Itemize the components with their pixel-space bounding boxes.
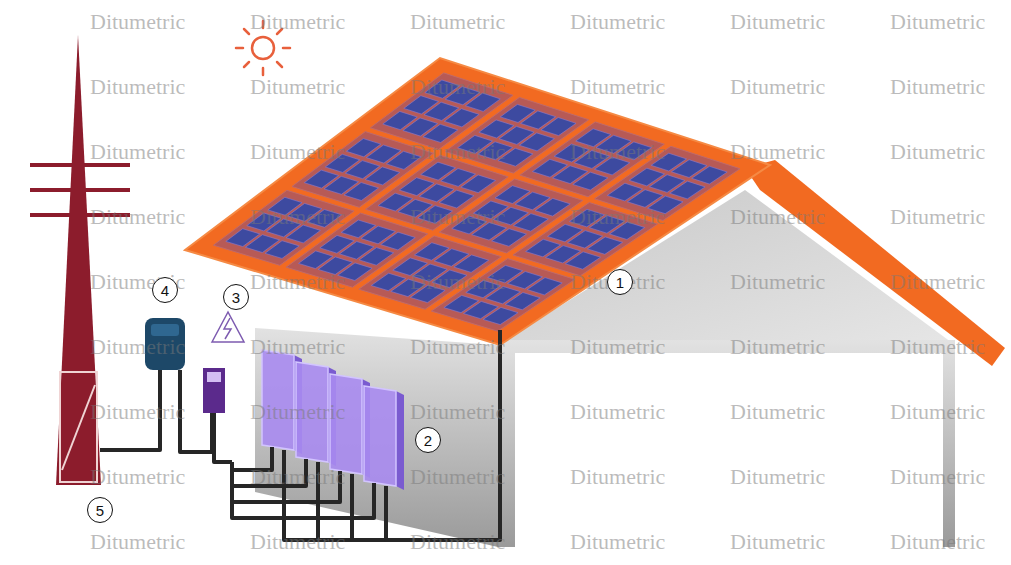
pv-cell [492, 229, 527, 247]
watermark-text: Ditumetric [890, 530, 985, 554]
callout-number: 5 [87, 497, 113, 523]
watermark-text: Ditumetric [410, 530, 505, 554]
callout-number: 3 [223, 284, 249, 310]
cable [232, 462, 374, 518]
watermark-text: Ditumetric [570, 335, 665, 359]
watermark-text: Ditumetric [730, 270, 825, 294]
watermark-text: Ditumetric [570, 205, 665, 229]
watermark-text: Ditumetric [890, 270, 985, 294]
watermark-text: Ditumetric [570, 140, 665, 164]
watermark-text: Ditumetric [250, 140, 345, 164]
watermark-text: Ditumetric [410, 205, 505, 229]
watermark-text: Ditumetric [410, 270, 505, 294]
pv-cell [365, 167, 400, 185]
pv-cell [381, 232, 416, 250]
watermark-text: Ditumetric [90, 205, 185, 229]
disconnect-switch [203, 312, 244, 413]
inverter-front [364, 386, 396, 486]
watermark-text: Ditumetric [90, 335, 185, 359]
inverter [364, 386, 404, 490]
callout-text: 4 [161, 283, 169, 298]
watermark-text: Ditumetric [890, 400, 985, 424]
watermark-text: Ditumetric [730, 335, 825, 359]
watermark-text: Ditumetric [90, 465, 185, 489]
watermark-text: Ditumetric [890, 205, 985, 229]
watermark-text: Ditumetric [570, 400, 665, 424]
cable [420, 330, 500, 540]
watermark-text: Ditumetric [410, 400, 505, 424]
watermark-text: Ditumetric [250, 10, 345, 34]
pv-cell [483, 307, 518, 324]
inverter-side [396, 391, 404, 490]
watermark-text: Ditumetric [730, 10, 825, 34]
watermark-text: Ditumetric [250, 530, 345, 554]
watermark-text: Ditumetric [730, 465, 825, 489]
callout-text: 3 [232, 290, 240, 305]
pv-cell [565, 252, 600, 269]
watermark-text: Ditumetric [570, 530, 665, 554]
cable [350, 474, 354, 508]
pv-cell [535, 198, 570, 216]
watermark-text: Ditumetric [890, 10, 985, 34]
watermark-text: Ditumetric [90, 140, 185, 164]
watermark-text: Ditumetric [250, 75, 345, 99]
pv-cell [505, 293, 540, 310]
watermark-text: Ditumetric [90, 530, 185, 554]
watermark-text: Ditumetric [250, 335, 345, 359]
panel-module [366, 155, 509, 230]
pv-cell [519, 133, 554, 151]
watermark-text: Ditumetric [570, 10, 665, 34]
inverter-front [330, 374, 362, 474]
cables [100, 330, 500, 540]
watermark-text: Ditumetric [250, 465, 345, 489]
watermark-text: Ditumetric [570, 75, 665, 99]
watermark-text: Ditumetric [410, 75, 505, 99]
roof [185, 58, 1005, 366]
watermark-text: Ditumetric [730, 205, 825, 229]
pv-cell [573, 172, 608, 190]
watermark-text: Ditumetric [410, 335, 505, 359]
callout-text: 5 [96, 503, 104, 518]
cable [384, 486, 388, 524]
solar-panel-array [214, 73, 741, 331]
watermark-text: Ditumetric [730, 400, 825, 424]
watermark-text: Ditumetric [890, 335, 985, 359]
watermark-text: Ditumetric [890, 140, 985, 164]
watermark-text: Ditumetric [410, 465, 505, 489]
callout-text: 1 [616, 275, 624, 290]
cable [214, 413, 232, 462]
watermark-text: Ditumetric [410, 140, 505, 164]
watermark-text: Ditumetric [250, 400, 345, 424]
pv-cell [692, 166, 728, 184]
watermark-text: Ditumetric [250, 205, 345, 229]
callout-text: 2 [424, 433, 432, 448]
pv-cell [265, 241, 299, 259]
pv-cell [461, 175, 496, 193]
pv-cell [359, 248, 394, 266]
watermark-text: Ditumetric [90, 75, 185, 99]
watermark-text: Ditumetric [570, 465, 665, 489]
pv-cell [344, 183, 379, 201]
watermark-text: Ditumetric [890, 75, 985, 99]
watermark-text: Ditumetric [730, 140, 825, 164]
watermark-text: Ditumetric [250, 270, 345, 294]
watermark-text: Ditumetric [90, 10, 185, 34]
callout-number: 2 [415, 427, 441, 453]
pv-cell [541, 118, 576, 136]
watermark-text: Ditumetric [890, 465, 985, 489]
watermark-text: Ditumetric [90, 400, 185, 424]
pv-cell [444, 109, 479, 127]
pv-cell [527, 278, 562, 295]
callout-number: 4 [152, 277, 178, 303]
watermark-text: Ditumetric [730, 75, 825, 99]
pv-cell [513, 214, 548, 232]
callout-number: 1 [607, 269, 633, 295]
watermark-text: Ditumetric [730, 530, 825, 554]
pv-cell [587, 237, 622, 254]
watermark-text: Ditumetric [410, 10, 505, 34]
pv-cell [670, 181, 705, 199]
